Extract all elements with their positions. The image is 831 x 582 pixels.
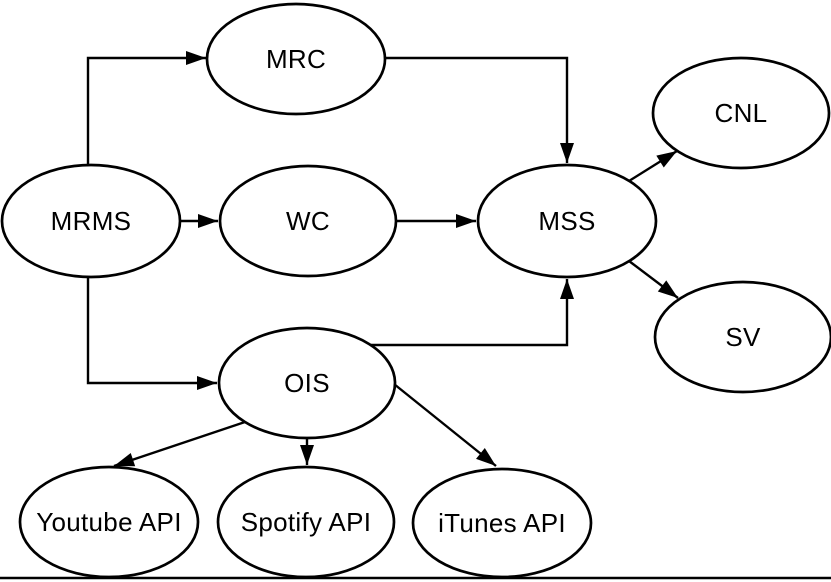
node-ellipse-mss	[476, 163, 658, 279]
node-youtubeapi: Youtube API	[18, 465, 200, 579]
node-sv: SV	[653, 280, 831, 394]
node-wc: WC	[218, 164, 398, 278]
node-ellipse-ois	[217, 326, 397, 440]
node-ellipse-mrms	[0, 163, 182, 279]
node-cnl: CNL	[651, 56, 831, 170]
node-spotifyapi: Spotify API	[216, 465, 396, 579]
node-ois: OIS	[217, 326, 397, 440]
node-label-sv: SV	[725, 322, 761, 352]
edge-mrc-mss	[385, 56, 574, 163]
node-ellipse-sv	[653, 280, 831, 394]
node-mrms: MRMS	[0, 163, 182, 279]
node-label-mss: MSS	[538, 206, 595, 236]
edge-ois-itunesapi	[393, 383, 497, 467]
node-label-mrc: MRC	[266, 44, 326, 74]
node-ellipse-cnl	[651, 56, 831, 170]
node-mss: MSS	[476, 163, 658, 279]
node-label-mrms: MRMS	[51, 206, 132, 236]
node-label-itunesapi: iTunes API	[438, 508, 566, 538]
edge-mss-cnl	[628, 149, 678, 183]
edge-ois-mss	[371, 279, 574, 347]
node-ellipse-mrc	[205, 2, 387, 116]
edge-mrms-mrc	[86, 51, 206, 165]
edge-mrms-ois	[86, 277, 217, 390]
edge-mss-sv	[628, 260, 679, 299]
node-label-spotifyapi: Spotify API	[241, 507, 371, 537]
node-mrc: MRC	[205, 2, 387, 116]
node-label-cnl: CNL	[715, 98, 768, 128]
node-label-youtubeapi: Youtube API	[36, 507, 181, 537]
edges-layer	[86, 51, 679, 468]
node-label-ois: OIS	[284, 368, 330, 398]
node-itunesapi: iTunes API	[411, 467, 593, 579]
node-ellipse-wc	[218, 164, 398, 278]
edge-ois-youtubeapi	[113, 420, 246, 468]
node-label-wc: WC	[286, 206, 330, 236]
